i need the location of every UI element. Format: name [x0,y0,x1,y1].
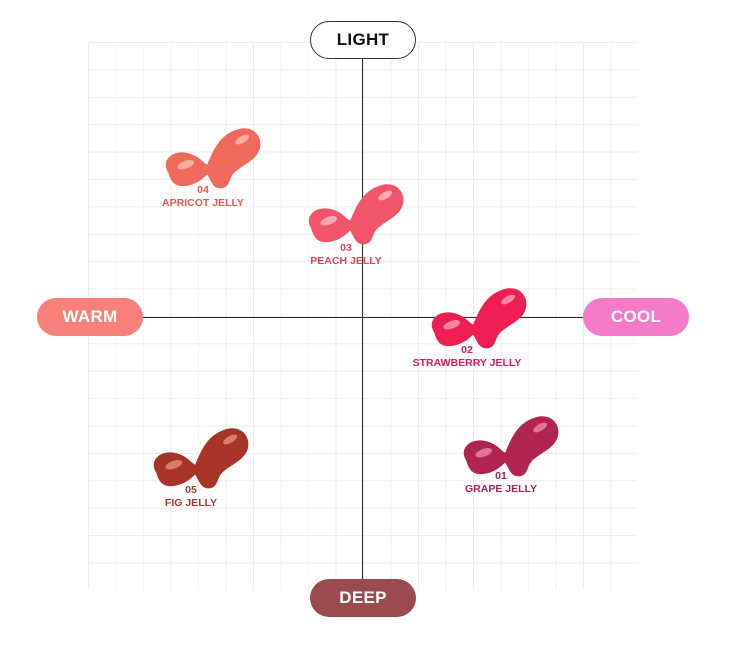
swatch-highlight [443,320,461,330]
axis-label-cool: COOL [583,298,689,336]
shade-number: 04 [197,184,209,196]
shade-name: FIG JELLY [164,497,218,509]
shade-name: GRAPE JELLY [465,483,537,495]
shade-number: 03 [340,242,352,254]
background-grid [88,42,638,590]
vertical-axis-line [362,40,363,600]
swatch-highlight [475,448,493,458]
swatch-highlight [320,216,338,226]
shade-number: 01 [495,470,507,482]
swatch-highlight [177,160,195,170]
shade-number: 02 [461,344,473,356]
axis-label-light: LIGHT [310,21,416,59]
axis-label-deep: DEEP [310,579,416,617]
horizontal-axis-line [140,317,590,318]
shade-name: APRICOT JELLY [162,197,244,209]
shade-number: 05 [185,484,197,496]
swatch-highlight [165,460,183,470]
axis-label-warm: WARM [37,298,143,336]
shade-name: PEACH JELLY [310,255,382,267]
shade-name: STRAWBERRY JELLY [412,357,522,369]
